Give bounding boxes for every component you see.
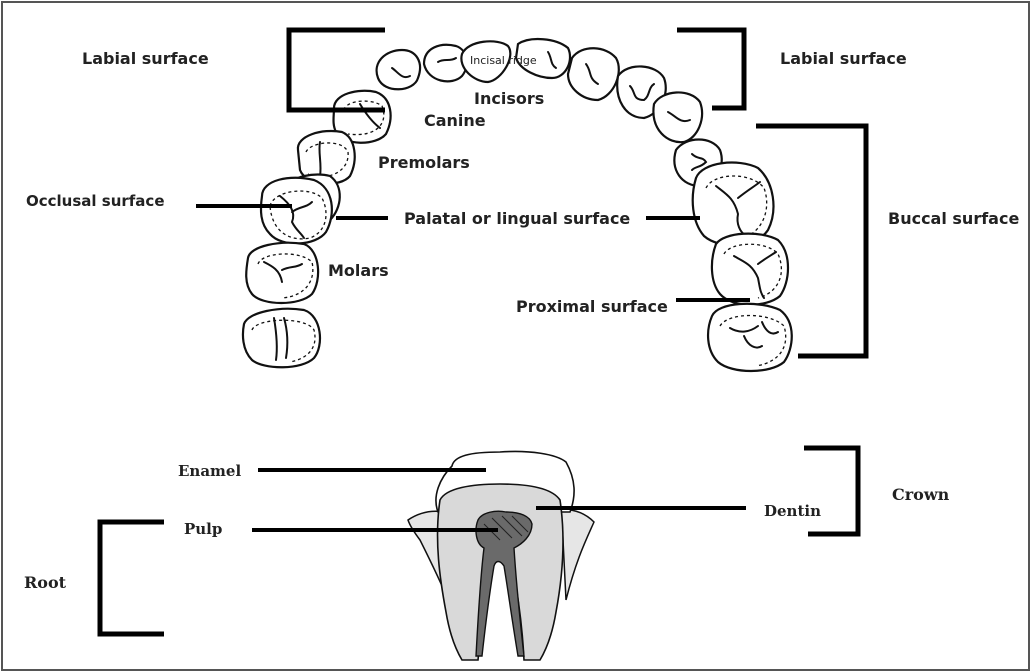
tooth-molar-right-2 bbox=[712, 234, 788, 305]
label-pulp: Pulp bbox=[184, 520, 222, 538]
label-canine: Canine bbox=[424, 111, 486, 130]
tooth-molar-left-2 bbox=[246, 243, 318, 303]
label-palatal: Palatal or lingual surface bbox=[404, 209, 630, 228]
bracket-crown bbox=[804, 448, 858, 534]
label-proximal: Proximal surface bbox=[516, 297, 668, 316]
label-molars: Molars bbox=[328, 261, 389, 280]
tooth-molar-right-1 bbox=[693, 163, 774, 246]
label-incisors: Incisors bbox=[474, 89, 544, 108]
tooth-cross-section bbox=[408, 451, 594, 660]
tooth-lateral-incisor-left bbox=[377, 50, 420, 89]
label-dentin: Dentin bbox=[764, 502, 821, 520]
tooth-molar-right-3 bbox=[708, 304, 792, 371]
label-incisal-ridge: Incisal ridge bbox=[470, 54, 537, 67]
tooth-central-incisor-left bbox=[424, 45, 467, 82]
tooth-molar-left-3 bbox=[243, 309, 320, 368]
label-premolars: Premolars bbox=[378, 153, 470, 172]
bracket-root bbox=[100, 522, 164, 634]
label-labial-left: Labial surface bbox=[82, 49, 209, 68]
label-enamel: Enamel bbox=[178, 462, 241, 480]
dentin bbox=[438, 484, 563, 660]
tooth-molar-left-1 bbox=[261, 178, 332, 244]
label-buccal: Buccal surface bbox=[888, 209, 1019, 228]
tooth-premolar-right-1 bbox=[653, 92, 702, 142]
label-crown: Crown bbox=[892, 485, 950, 504]
label-occlusal: Occlusal surface bbox=[26, 192, 165, 210]
tooth-lateral-incisor-right bbox=[568, 48, 619, 100]
label-labial-right: Labial surface bbox=[780, 49, 907, 68]
label-root: Root bbox=[24, 573, 67, 592]
